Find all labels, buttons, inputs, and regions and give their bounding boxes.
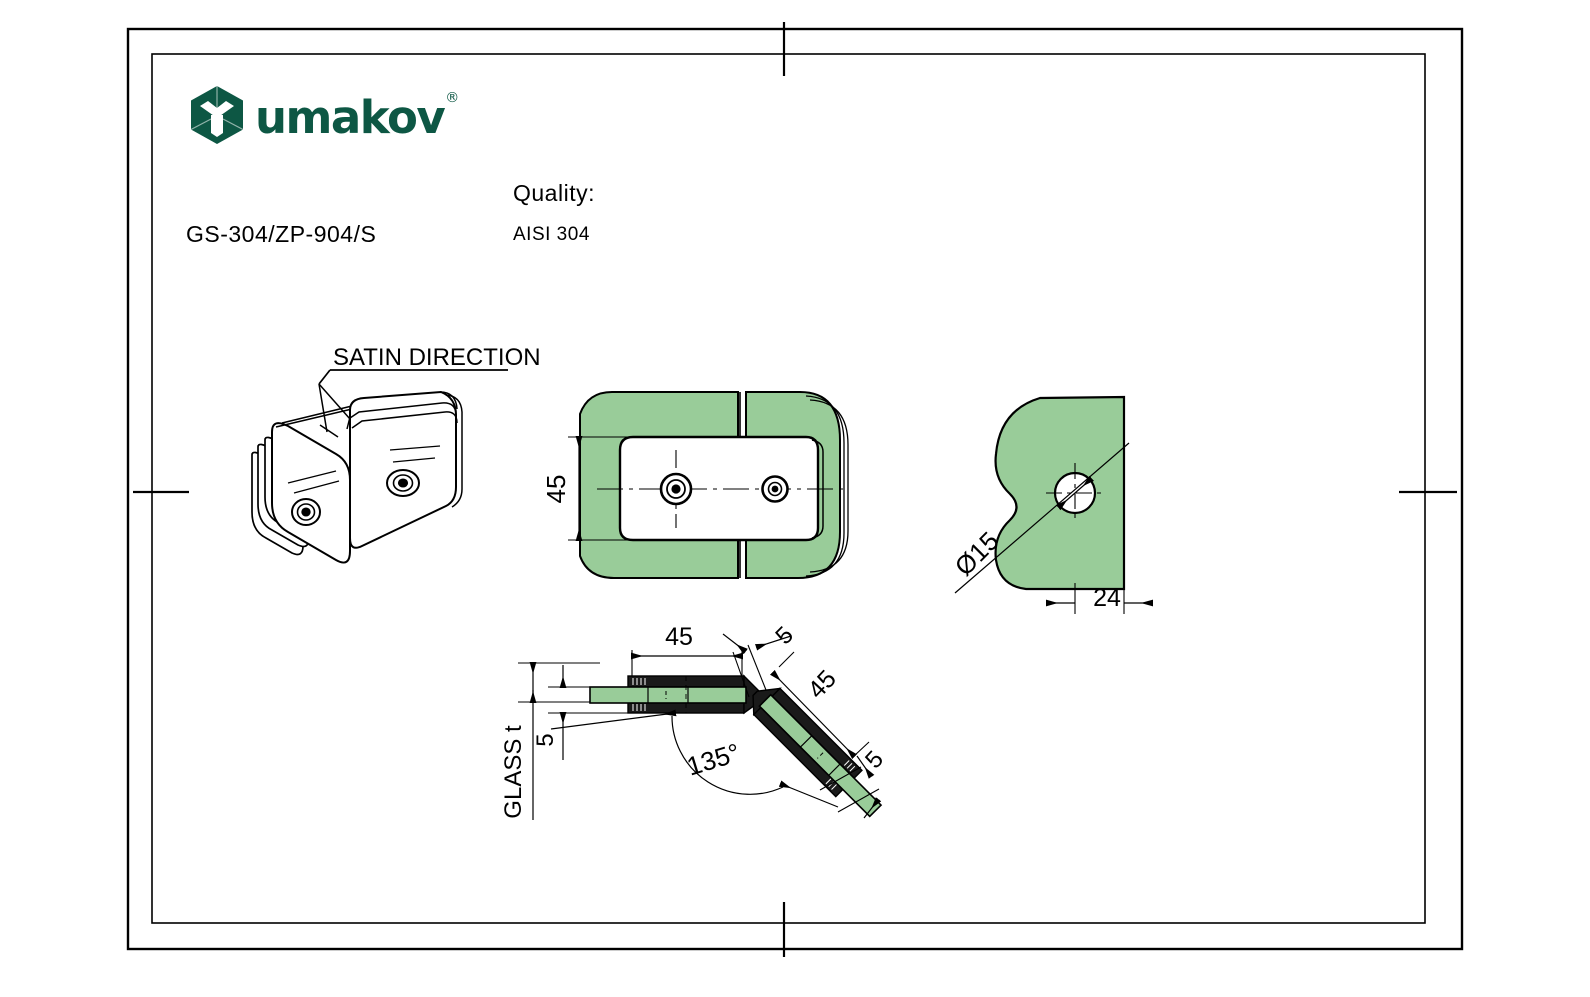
section-dim-5-right-label: 5 <box>860 746 889 774</box>
section-dimension-glass-thickness <box>518 662 600 820</box>
section-dimension-45-horizontal <box>631 650 743 676</box>
section-dim-5-top-label: 5 <box>770 621 799 650</box>
section-dim-glass-thickness-label: GLASS t <box>500 725 527 819</box>
side-view-dimension-24 <box>1046 583 1153 614</box>
side-view-dimension-diameter <box>954 442 1130 594</box>
sheet-border-outer <box>126 27 1464 951</box>
section-dim-45-horizontal-label: 45 <box>665 623 693 651</box>
isometric-view <box>251 369 508 564</box>
iso-left-plate <box>251 404 357 564</box>
front-view-dimension-45 <box>568 436 632 541</box>
iso-right-plate <box>349 390 463 549</box>
section-dim-angle-label: 135° <box>683 737 743 781</box>
section-dim-45-diagonal-label: 45 <box>802 665 841 704</box>
quality-value: AISI 304 <box>513 224 590 245</box>
section-dimension-5-top <box>722 633 792 698</box>
side-view-dim-diameter-label: Ø15 <box>949 526 1005 582</box>
side-view-dim-24-label: 24 <box>1093 584 1121 612</box>
section-dim-5-left-label: 5 <box>532 733 559 746</box>
sheet-border-inner <box>151 53 1426 924</box>
product-code: GS-304/ZP-904/S <box>186 221 377 247</box>
front-view <box>568 391 849 579</box>
section-dimension-5-right <box>819 755 882 819</box>
section-dimension-45-diagonal <box>769 651 870 760</box>
section-dimension-5-left <box>548 665 648 760</box>
brand-wordmark: umakov <box>255 90 446 144</box>
umakov-hexagon-icon <box>190 86 244 144</box>
front-view-dim-45-label: 45 <box>541 475 571 504</box>
satin-direction-label: SATIN DIRECTION <box>333 344 541 371</box>
front-view-screw-right <box>761 475 789 503</box>
registered-trademark-mark: ® <box>445 90 460 106</box>
quality-label: Quality: <box>513 180 595 206</box>
section-view <box>518 633 883 820</box>
side-view <box>954 395 1153 614</box>
front-view-screw-left <box>659 472 693 506</box>
brand-logo[interactable]: umakov ® <box>186 84 460 146</box>
section-dimension-angle <box>550 709 839 808</box>
section-arm-horizontal <box>589 674 763 715</box>
